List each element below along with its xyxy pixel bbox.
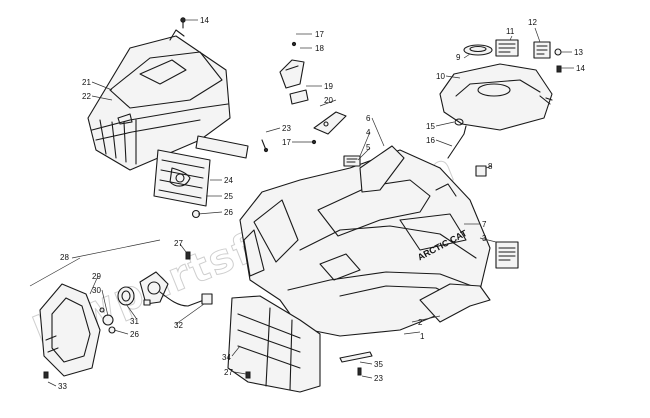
callout-24: 24 (224, 176, 233, 185)
clip-17a (291, 41, 297, 47)
callout-2: 2 (418, 318, 423, 327)
bracket-18 (279, 59, 305, 89)
screw-33 (43, 371, 49, 379)
screw-27a (185, 251, 191, 260)
callout-10: 10 (436, 72, 445, 81)
step-strip-35 (339, 351, 373, 363)
screw-14a (180, 17, 186, 29)
decal-8 (475, 165, 487, 177)
callout-27b: 27 (224, 368, 233, 377)
adjuster-bolt (99, 307, 105, 313)
callout-22: 22 (82, 92, 91, 101)
callout-13: 13 (574, 48, 583, 57)
callout-17b: 17 (282, 138, 291, 147)
gas-cap-ring-9 (463, 44, 493, 56)
callout-18: 18 (315, 44, 324, 53)
fuel-tank-cover (439, 63, 553, 131)
nut-13 (554, 48, 562, 56)
callout-4: 4 (366, 128, 371, 137)
callout-14a: 14 (200, 16, 209, 25)
screw-23a (261, 139, 269, 153)
callout-14b: 14 (576, 64, 585, 73)
callout-27a: 27 (174, 239, 183, 248)
callout-19: 19 (324, 82, 333, 91)
clamp-15 (454, 118, 464, 126)
callout-3: 3 (482, 234, 487, 243)
callout-33: 33 (58, 382, 67, 391)
callout-23b: 23 (374, 374, 383, 383)
callout-29: 29 (92, 272, 101, 281)
callout-25: 25 (224, 192, 233, 201)
callout-17a: 17 (315, 30, 324, 39)
callout-30: 30 (92, 286, 101, 295)
callout-16: 16 (426, 136, 435, 145)
callout-31: 31 (130, 317, 139, 326)
callout-7: 7 (482, 220, 487, 229)
mud-flap-2 (419, 283, 491, 323)
bulb-30 (102, 314, 114, 326)
callout-28: 28 (60, 253, 69, 262)
callout-20: 20 (324, 96, 333, 105)
grille-panel (153, 149, 211, 207)
callout-26a: 26 (224, 208, 233, 217)
screw-23b (357, 367, 362, 376)
front-panel-6 (359, 145, 405, 193)
wiring-harness-32 (143, 291, 213, 307)
callout-15: 15 (426, 122, 435, 131)
screw-27b (245, 371, 251, 379)
callout-26b: 26 (130, 330, 139, 339)
callout-8: 8 (488, 162, 493, 171)
vent-hose-16 (447, 125, 467, 159)
callout-6: 6 (366, 114, 371, 123)
bracket-20 (313, 111, 347, 135)
callout-35: 35 (374, 360, 383, 369)
callout-21: 21 (82, 78, 91, 87)
callout-23a: 23 (282, 124, 291, 133)
front-bumper-34 (227, 295, 321, 393)
callout-1: 1 (420, 332, 425, 341)
callout-12: 12 (528, 18, 537, 27)
front-storage-cover (87, 29, 231, 171)
callout-5: 5 (366, 143, 371, 152)
callout-32: 32 (174, 321, 183, 330)
leader-lines (29, 19, 574, 387)
callout-34: 34 (222, 353, 231, 362)
callout-labels: 14 21 22 17 18 19 20 23 17 12 11 9 13 10… (58, 16, 585, 391)
decal-12 (533, 41, 551, 59)
reflector-strip (195, 135, 249, 159)
bracket-19 (289, 89, 309, 105)
decal-4-5 (343, 155, 361, 167)
socket-31 (117, 286, 135, 306)
screw-14b (556, 65, 562, 73)
decal-11 (495, 39, 519, 57)
headlight-housing-29 (39, 283, 101, 377)
decal-3 (495, 241, 519, 269)
callout-9: 9 (456, 53, 461, 62)
callout-11: 11 (506, 27, 515, 36)
clip-17b (311, 139, 317, 145)
